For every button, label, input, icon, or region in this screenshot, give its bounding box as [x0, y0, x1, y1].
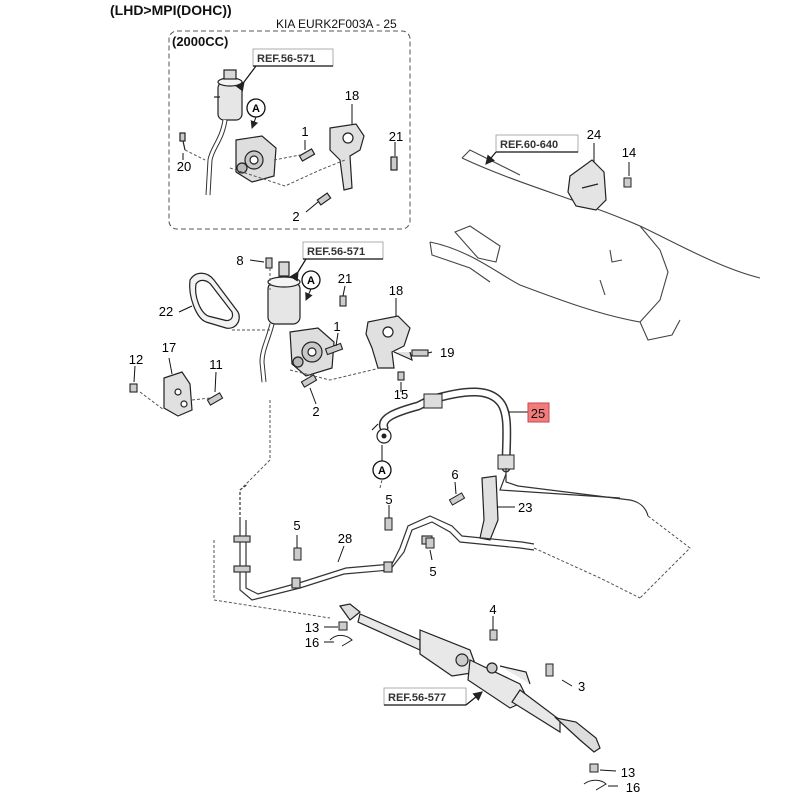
variant-inset-frame — [168, 30, 411, 230]
callout-18-inset: 18 — [345, 88, 359, 103]
engine-variant-label: (2000CC) — [172, 34, 229, 49]
vehicle-body-outline — [429, 149, 761, 341]
steering-gear-rack — [338, 603, 601, 753]
callout-24: 24 — [587, 127, 601, 142]
main-leaders — [139, 268, 381, 411]
callout-18-main: 18 — [389, 283, 403, 298]
callout-21-main: 21 — [338, 271, 352, 286]
rack-bolts — [338, 621, 599, 773]
marker-a-inset: A — [252, 103, 260, 115]
callout-1-inset: 1 — [301, 124, 308, 139]
ref-56-571-main — [289, 241, 384, 282]
callout-25-highlight — [527, 402, 550, 423]
ref-label-inset: REF.56-571 — [257, 53, 315, 65]
callout-17: 17 — [162, 340, 176, 355]
ref-label-main: REF.56-571 — [307, 246, 365, 258]
inset-leaders — [184, 149, 346, 187]
main-bolts — [129, 257, 429, 406]
callout-5-right: 5 — [429, 564, 436, 579]
cotter-pins — [329, 634, 607, 791]
bracket-23 — [479, 475, 499, 541]
pressure-hose-25 — [371, 387, 649, 517]
callout-20: 20 — [177, 159, 191, 174]
callout-25: 25 — [531, 406, 545, 421]
routing-dashed-lines — [213, 400, 691, 619]
ref-56-577 — [383, 687, 483, 706]
callout-13-upper: 13 — [305, 620, 319, 635]
belt-22 — [189, 272, 240, 329]
callout-5-mid: 5 — [385, 492, 392, 507]
callout-16-lower: 16 — [626, 780, 640, 795]
callout-14: 14 — [622, 145, 636, 160]
callout-4: 4 — [489, 602, 496, 617]
callout-5-left: 5 — [293, 518, 300, 533]
bracket-17 — [163, 371, 193, 417]
callout-2-inset: 2 — [292, 209, 299, 224]
callout-8: 8 — [236, 253, 243, 268]
diagram-title: (LHD>MPI(DOHC)) — [110, 2, 232, 18]
callout-6: 6 — [451, 467, 458, 482]
callout-21-inset: 21 — [389, 129, 403, 144]
callout-19: 19 — [440, 345, 454, 360]
main-pump-assembly — [259, 261, 335, 383]
callout-13-lower: 13 — [621, 765, 635, 780]
inset-bracket — [329, 123, 365, 191]
bolt-6 — [448, 492, 466, 506]
callout-3: 3 — [578, 679, 585, 694]
marker-a-hose-circle — [372, 460, 392, 480]
ref-56-571-inset — [235, 48, 334, 92]
bolt-14 — [623, 177, 632, 188]
callout-23: 23 — [518, 500, 532, 515]
marker-a-hose: A — [378, 465, 386, 477]
ref-label-60-640: REF.60-640 — [500, 139, 558, 151]
ref-label-56-577: REF.56-577 — [388, 692, 446, 704]
callout-28: 28 — [338, 531, 352, 546]
inset-pump-assembly — [205, 69, 277, 196]
bracket-24 — [567, 159, 607, 211]
bracket-18 — [365, 315, 413, 369]
callout-1-main: 1 — [333, 319, 340, 334]
marker-a-main: A — [307, 275, 315, 287]
diagram-code: KIA EURK2F003A - 25 — [276, 17, 397, 31]
callout-15: 15 — [394, 387, 408, 402]
callout-2-main: 2 — [312, 404, 319, 419]
callout-11: 11 — [209, 357, 223, 372]
callout-12: 12 — [129, 352, 143, 367]
callout-22: 22 — [159, 304, 173, 319]
callout-16-upper: 16 — [305, 635, 319, 650]
inset-bolts — [179, 132, 398, 206]
ref-60-640 — [485, 134, 579, 165]
